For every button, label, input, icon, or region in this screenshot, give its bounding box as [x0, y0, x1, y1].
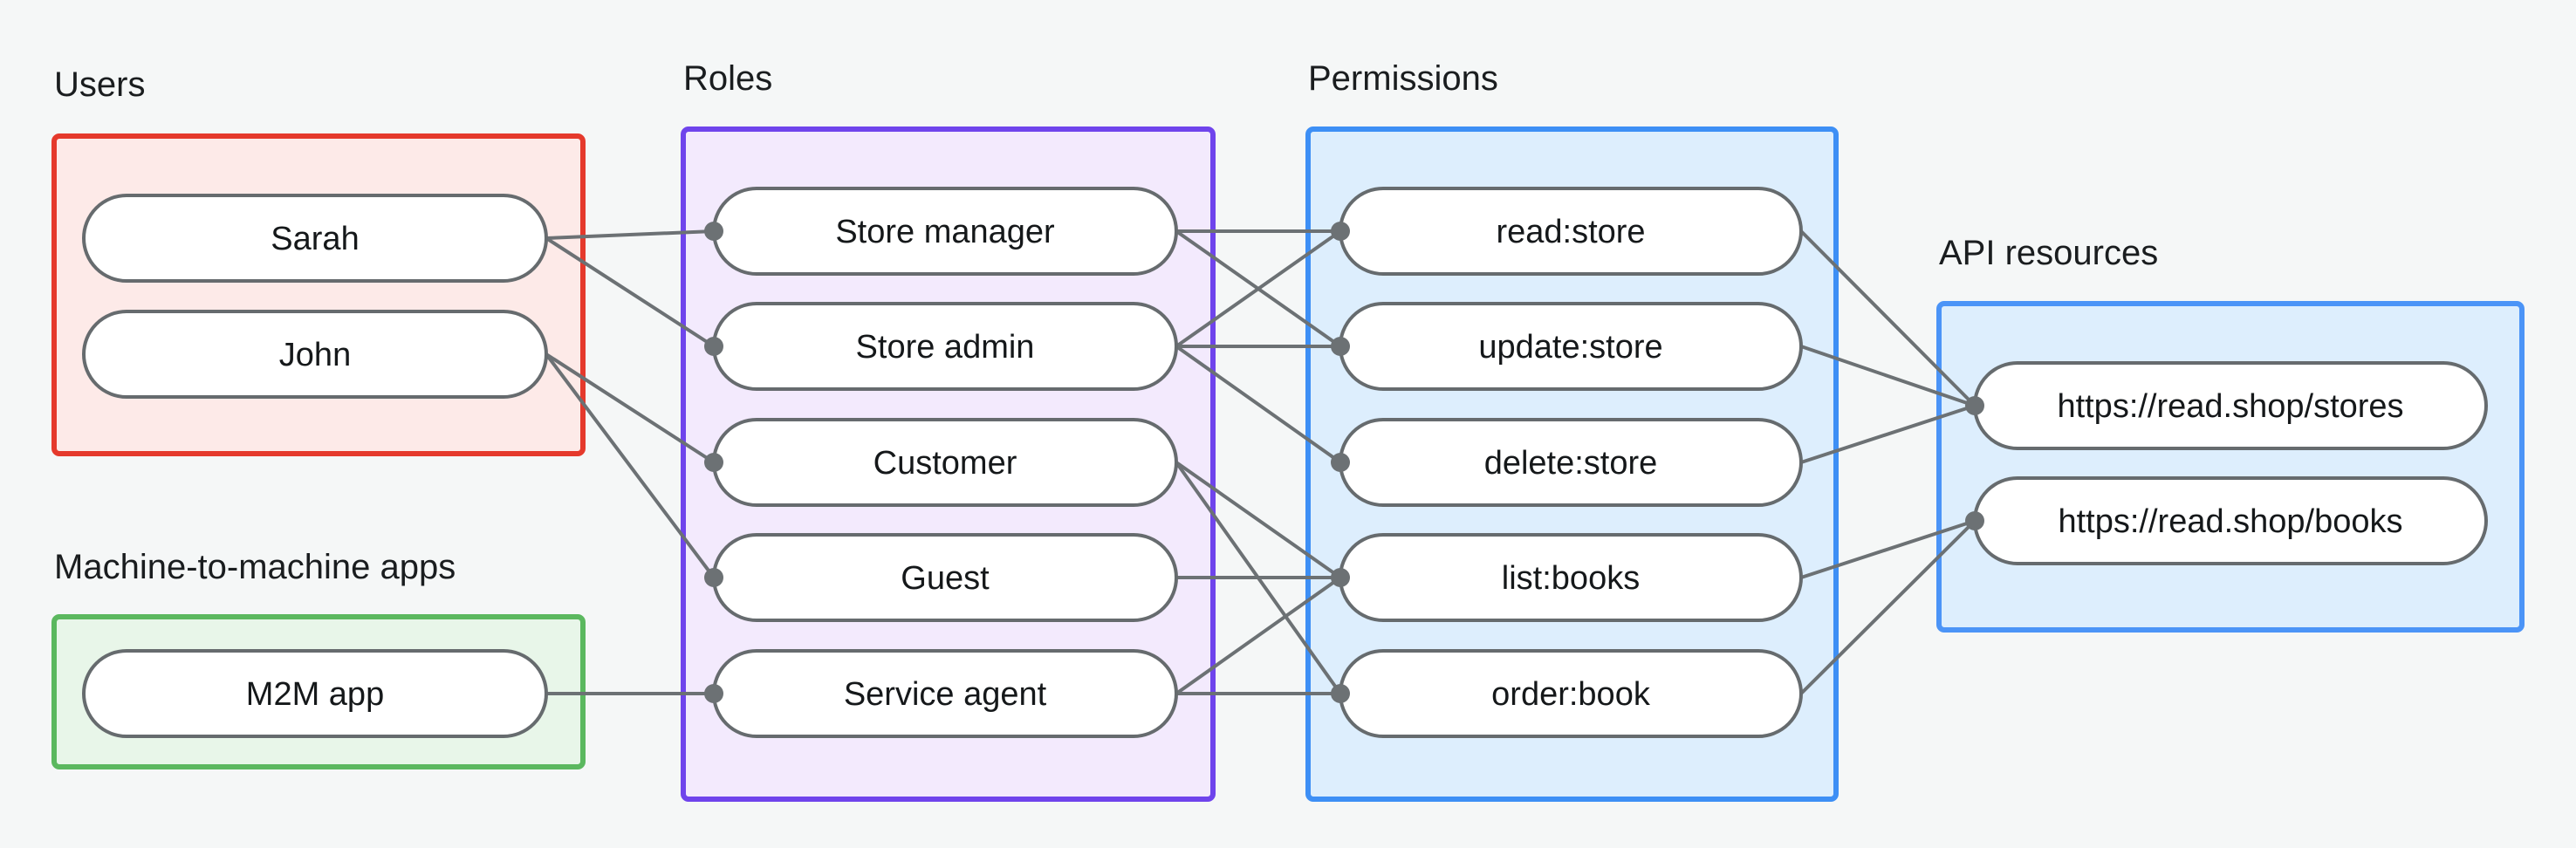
edge-endpoint-guest [704, 568, 723, 587]
node-label-order-book: order:book [1491, 676, 1651, 713]
group-title-permissions: Permissions [1308, 59, 1498, 98]
edge-endpoint-customer [704, 453, 723, 472]
group-title-api-resources: API resources [1939, 234, 2158, 272]
edge-sarah-to-store-manager [545, 229, 715, 240]
node-customer[interactable]: Customer [712, 418, 1178, 507]
edge-sarah-to-store-admin [545, 236, 716, 348]
edge-endpoint-store-admin [704, 337, 723, 356]
edge-endpoint-order-book [1331, 684, 1350, 703]
node-label-sarah: Sarah [271, 221, 359, 257]
edge-endpoint-update-store [1331, 337, 1350, 356]
node-label-customer: Customer [874, 445, 1017, 482]
node-order-book[interactable]: order:book [1339, 649, 1803, 738]
edge-order-book-to-res-books [1799, 519, 1977, 695]
edge-list-books-to-res-books [1800, 519, 1976, 579]
node-pill-sarah [82, 194, 548, 283]
edge-endpoints-layer [704, 222, 1984, 703]
node-read-store[interactable]: read:store [1339, 187, 1803, 276]
node-guest[interactable]: Guest [712, 533, 1178, 622]
edge-endpoint-res-books [1965, 511, 1984, 530]
edge-endpoint-read-store [1331, 222, 1350, 241]
node-label-store-admin: Store admin [856, 329, 1035, 366]
node-delete-store[interactable]: delete:store [1339, 418, 1803, 507]
edge-read-store-to-res-stores [1799, 229, 1977, 407]
node-service-agent[interactable]: Service agent [712, 649, 1178, 738]
group-box-users [51, 133, 586, 456]
node-label-john: John [279, 337, 351, 373]
node-store-manager[interactable]: Store manager [712, 187, 1178, 276]
node-store-admin[interactable]: Store admin [712, 302, 1178, 391]
edge-update-store-to-res-stores [1800, 345, 1976, 407]
edge-endpoint-list-books [1331, 568, 1350, 587]
node-pill-john [82, 310, 548, 399]
edge-endpoint-store-manager [704, 222, 723, 241]
node-list-books[interactable]: list:books [1339, 533, 1803, 622]
node-label-store-manager: Store manager [835, 214, 1055, 250]
edge-service-agent-to-list-books [1175, 576, 1342, 695]
node-m2mapp[interactable]: M2M app [82, 649, 548, 738]
node-sarah[interactable]: Sarah [82, 194, 548, 283]
node-label-delete-store: delete:store [1484, 445, 1658, 482]
group-title-users: Users [54, 65, 145, 104]
node-pill-m2mapp [82, 649, 548, 738]
group-box-api-resources [1936, 301, 2525, 633]
node-label-res-books: https://read.shop/books [2058, 503, 2402, 540]
node-update-store[interactable]: update:store [1339, 302, 1803, 391]
node-res-books[interactable]: https://read.shop/books [1973, 476, 2488, 565]
group-title-roles: Roles [683, 59, 772, 98]
edge-endpoint-delete-store [1331, 453, 1350, 472]
node-label-guest: Guest [901, 560, 990, 597]
node-label-list-books: list:books [1502, 560, 1640, 597]
edge-customer-to-list-books [1175, 461, 1342, 579]
node-john[interactable]: John [82, 310, 548, 399]
group-title-m2m: Machine-to-machine apps [54, 548, 456, 586]
edge-delete-store-to-res-stores [1800, 404, 1976, 464]
edge-john-to-guest [545, 352, 716, 579]
node-label-res-stores: https://read.shop/stores [2057, 388, 2403, 425]
edge-endpoint-service-agent [704, 684, 723, 703]
node-label-service-agent: Service agent [844, 676, 1047, 713]
edge-john-to-customer [545, 352, 716, 464]
node-label-read-store: read:store [1496, 214, 1645, 250]
node-label-m2mapp: M2M app [246, 676, 384, 713]
node-res-stores[interactable]: https://read.shop/stores [1973, 361, 2488, 450]
edges-layer [545, 229, 1977, 695]
edge-endpoint-res-stores [1965, 396, 1984, 415]
node-label-update-store: update:store [1478, 329, 1662, 366]
edge-store-admin-to-delete-store [1175, 345, 1342, 464]
edge-store-admin-to-read-store [1175, 229, 1342, 348]
